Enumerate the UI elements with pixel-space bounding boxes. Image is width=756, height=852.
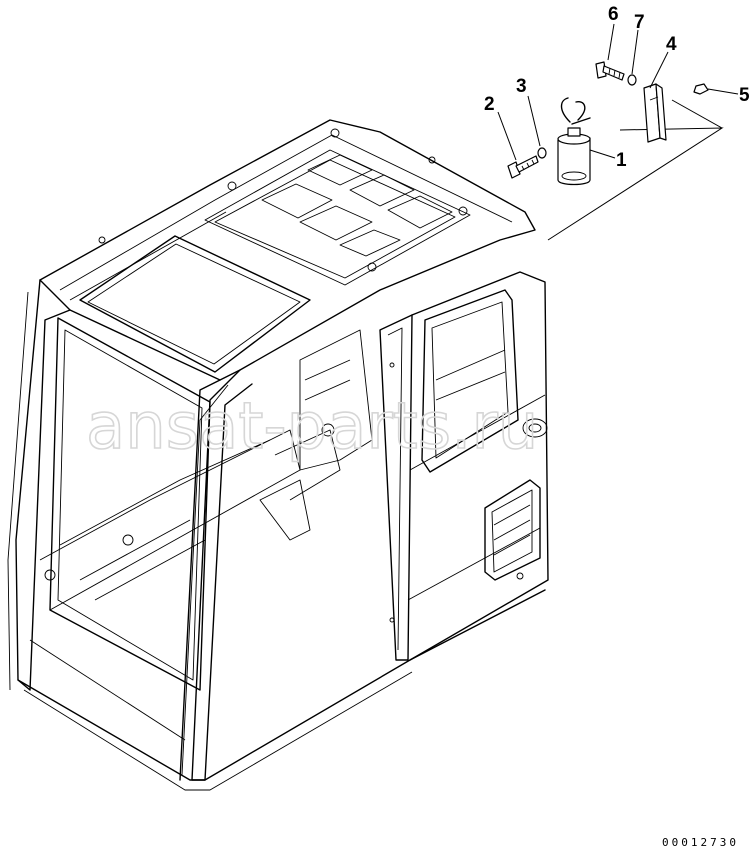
part-3-washer [527, 95, 547, 159]
part-4-bracket [643, 51, 669, 143]
part-6-bolt [595, 23, 625, 81]
callout-5: 5 [739, 85, 750, 106]
part-1-fire-extinguisher [557, 97, 616, 186]
operator-cab-drawing [7, 119, 549, 791]
part-5-nut [693, 83, 739, 95]
part-7-washer [627, 29, 639, 86]
callout-1: 1 [616, 150, 627, 171]
callout-7: 7 [634, 12, 645, 33]
watermark-text: ansat-parts.ru [86, 390, 538, 464]
drawing-code: 00012730 [662, 836, 739, 849]
callout-4: 4 [666, 34, 677, 55]
callout-2: 2 [484, 94, 495, 115]
bracket-leader-line [671, 99, 723, 129]
part-2-bolt [497, 111, 539, 179]
callout-3: 3 [516, 76, 527, 97]
callout-6: 6 [608, 4, 619, 25]
